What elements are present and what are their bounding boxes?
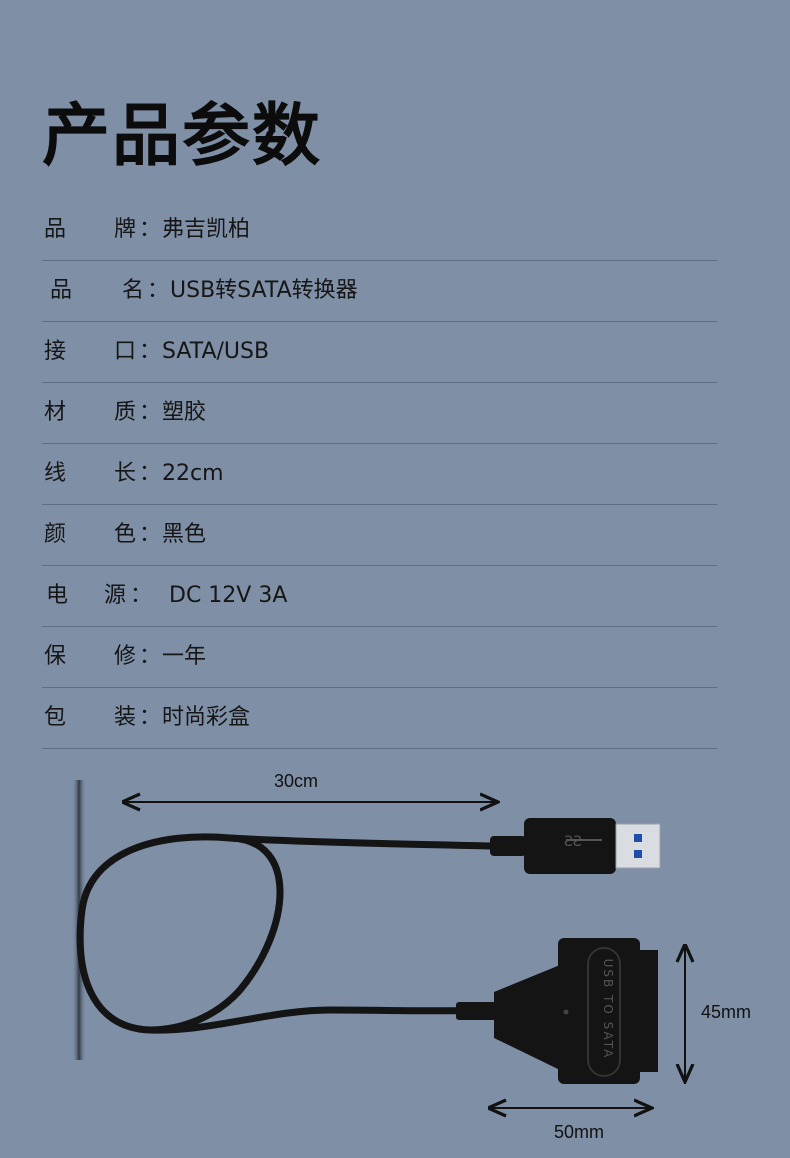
usb-logo-text: SS — [564, 834, 582, 850]
spec-colon: ： — [139, 217, 162, 242]
cable-length-label: 30cm — [274, 771, 319, 791]
spec-colon: ： — [139, 461, 162, 486]
usb-strain-relief — [490, 836, 526, 856]
spec-value: 时尚彩盒 — [162, 705, 251, 730]
spec-key-char1: 电 — [46, 583, 69, 608]
product-diagram: 30cm 45mm 50mm SS USB TO SATA — [0, 760, 790, 1154]
spec-key-char1: 线 — [44, 461, 67, 486]
spec-key-char2: 名 — [122, 278, 145, 303]
spec-value: 塑胶 — [162, 400, 207, 425]
adapter-label-plate — [587, 947, 621, 1077]
width-dimension-label: 50mm — [554, 1122, 605, 1142]
usb-pin — [634, 834, 642, 842]
spec-table: 品 牌 ： 弗吉凯柏 品 名 ： USB转SATA转换器 接 口 ： SATA/… — [42, 200, 717, 749]
spec-key-char1: 保 — [44, 644, 67, 669]
spec-row-color: 颜 色 ： 黑色 — [42, 505, 717, 566]
spec-value: 一年 — [162, 644, 207, 669]
spec-key-char2: 牌 — [114, 217, 137, 242]
usb-pin — [634, 850, 642, 858]
spec-colon: ： — [139, 522, 162, 547]
spec-row-brand: 品 牌 ： 弗吉凯柏 — [42, 200, 717, 261]
spec-key-char1: 接 — [44, 339, 67, 364]
spec-key-char1: 品 — [50, 278, 73, 303]
spec-key-char2: 源 — [104, 583, 127, 608]
spec-row-product-name: 品 名 ： USB转SATA转换器 — [42, 261, 717, 322]
adapter-taper — [494, 965, 560, 1070]
spec-colon: ： — [139, 705, 162, 730]
spec-key-char1: 颜 — [44, 522, 67, 547]
spec-value: 弗吉凯柏 — [162, 217, 251, 242]
spec-row-material: 材 质 ： 塑胶 — [42, 383, 717, 444]
sata-connector — [640, 950, 658, 1072]
adapter-led-icon — [563, 1009, 569, 1015]
spec-key-char2: 修 — [114, 644, 137, 669]
spec-row-packaging: 包 装 ： 时尚彩盒 — [42, 688, 717, 749]
usb-plug-body — [524, 818, 616, 874]
spec-key-char1: 材 — [44, 400, 67, 425]
sata-strain-relief — [456, 1002, 496, 1020]
page-title: 产品参数 — [42, 97, 323, 176]
cable — [76, 833, 498, 1034]
spec-colon: ： — [130, 583, 153, 608]
spec-row-cable-length: 线 长 ： 22cm — [42, 444, 717, 505]
spec-colon: ： — [147, 278, 170, 303]
spec-value: SATA/USB — [162, 339, 270, 364]
spec-colon: ： — [139, 400, 162, 425]
spec-colon: ： — [139, 644, 162, 669]
height-dimension-label: 45mm — [701, 1002, 752, 1022]
spec-key-char2: 质 — [114, 400, 137, 425]
spec-key-char1: 品 — [44, 217, 67, 242]
spec-value: 22cm — [162, 461, 224, 486]
spec-key-char1: 包 — [44, 705, 67, 730]
spec-key-char2: 口 — [114, 339, 137, 364]
adapter-body — [558, 938, 640, 1084]
spec-row-interface: 接 口 ： SATA/USB — [42, 322, 717, 383]
spec-value: 黑色 — [162, 522, 207, 547]
spec-row-warranty: 保 修 ： 一年 — [42, 627, 717, 688]
spec-key-char2: 色 — [114, 522, 137, 547]
usb-metal-connector — [615, 823, 661, 869]
spec-colon: ： — [139, 339, 162, 364]
spec-key-char2: 装 — [114, 705, 137, 730]
spec-value: DC 12V 3A — [169, 583, 288, 608]
spec-row-power: 电 源 ： DC 12V 3A — [42, 566, 717, 627]
cable-loop — [146, 834, 284, 1034]
spec-key-char2: 长 — [114, 461, 137, 486]
product-illustration — [72, 780, 790, 1154]
adapter-text: USB TO SATA — [601, 958, 615, 1060]
spec-value: USB转SATA转换器 — [170, 278, 358, 303]
